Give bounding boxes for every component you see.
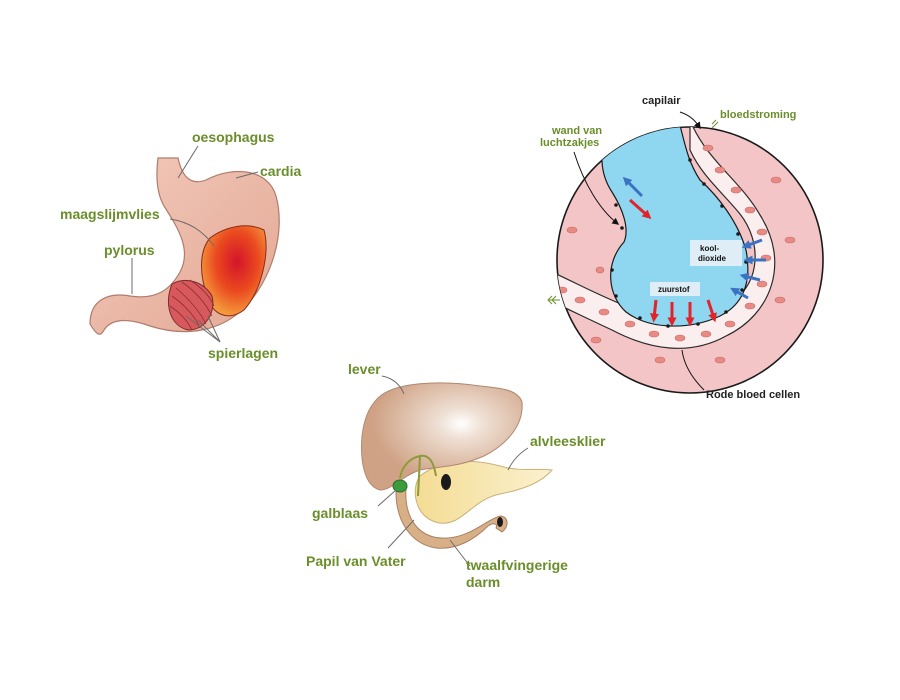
oxygen-box [650, 282, 700, 296]
capillary-leader [679, 111, 701, 130]
vater-leader [387, 519, 415, 549]
wall-leader [573, 151, 620, 225]
carbon-dioxide-arrows [622, 176, 766, 300]
bloodflow-label: bloedstroming [720, 109, 796, 121]
oesophagus-leader [177, 145, 199, 179]
bloodflow-icon-left [547, 295, 560, 305]
liver-leader [381, 375, 405, 395]
common-bile-duct [417, 455, 421, 497]
wall-label-2: luchtzakjes [540, 137, 599, 149]
oxygen-label: zuurstof [658, 285, 690, 294]
cardia-leader [235, 171, 259, 179]
oesophagus-label: oesophagus [192, 129, 275, 145]
alveolus-illustration: kool- dioxide zuurstof capilair bloedstr… [540, 95, 824, 401]
capillary-label: capilair [642, 95, 681, 107]
alveolus-lumen [601, 127, 749, 327]
cardia-label: cardia [260, 163, 301, 179]
oxygen-arrows [629, 198, 717, 327]
gallbladder-leader [377, 489, 397, 507]
bloodflow-icon-top [711, 119, 719, 129]
mucosa-label: maagslijmvlies [60, 206, 160, 222]
wall-label-1: wand van [551, 125, 602, 137]
papilla-of-vater-label: Papil van Vater [306, 553, 406, 569]
mucosa-leader [169, 218, 215, 247]
muscle-leader-3 [185, 315, 221, 343]
muscle-leader-1 [207, 315, 221, 343]
gallbladder [392, 479, 408, 493]
capillary-band [557, 127, 776, 349]
muscle-leader-2 [197, 319, 221, 343]
red-blood-cells-label: Rode bloed cellen [706, 389, 800, 401]
duodenum-label-1: twaalfvingerige [466, 557, 568, 573]
liver-pancreas-illustration: lever alvleesklier galblaas Papil van Va… [306, 361, 606, 590]
liver-label: lever [348, 361, 381, 377]
gallbladder-label: galblaas [312, 505, 368, 521]
duodenum [395, 487, 508, 549]
stomach-illustration: oesophagus cardia maagslijmvlies pylorus… [60, 129, 301, 361]
co2-box [690, 240, 742, 266]
pylorus-label: pylorus [104, 242, 155, 258]
co2-label-1: kool- [700, 244, 719, 253]
stomach-muscle-layers [168, 279, 215, 331]
pancreatic-duct-opening [441, 474, 451, 490]
duodenum-leader [449, 539, 471, 567]
liver [361, 382, 523, 491]
muscle-layers-label: spierlagen [208, 345, 278, 361]
duodenum-label-2: darm [466, 574, 500, 590]
pancreas-label: alvleesklier [530, 433, 606, 449]
pancreas-leader [507, 447, 529, 471]
duodenum-opening [497, 517, 503, 527]
stomach-mucosa [201, 225, 267, 317]
co2-label-2: dioxide [698, 254, 727, 263]
red-cells-leader [681, 349, 705, 391]
